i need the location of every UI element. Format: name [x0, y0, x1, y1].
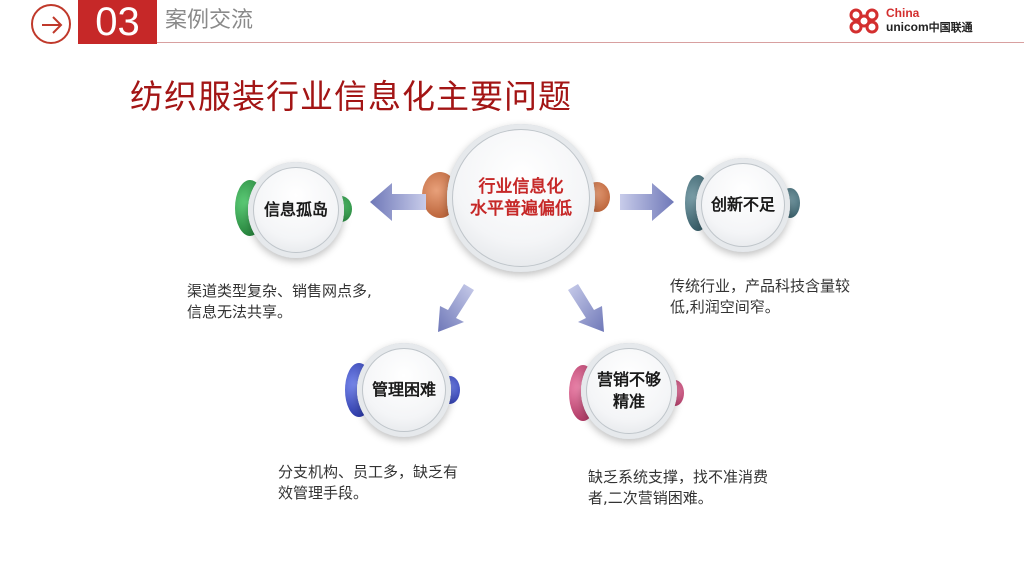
node4-label-line1: 营销不够 — [596, 370, 661, 389]
section-title: 案例交流 — [165, 8, 254, 33]
arrow-down-left-icon — [438, 284, 474, 332]
header-divider — [157, 42, 1024, 43]
section-number: 03 — [78, 0, 157, 44]
logo-text-china: China — [886, 6, 920, 20]
node2-label: 创新不足 — [710, 195, 775, 214]
arrow-down-right-icon — [568, 284, 604, 332]
arrow-right-icon — [620, 183, 674, 221]
center-label-line1: 行业信息化 — [478, 177, 564, 197]
node-marketing-imprecise: 营销不够 精准 — [581, 343, 677, 439]
node1-label: 信息孤岛 — [263, 200, 328, 219]
arrow-right-icon — [31, 4, 71, 44]
center-label-line2: 水平普遍偏低 — [470, 199, 572, 219]
node-info-island: 信息孤岛 — [248, 162, 344, 258]
node4-label-line2: 精准 — [612, 392, 645, 411]
arrow-left-icon — [370, 183, 426, 221]
china-unicom-logo: China unicom中国联通 — [846, 5, 986, 37]
node2-description: 传统行业，产品科技含量较低,利润空间窄。 — [670, 277, 851, 316]
logo-text-unicom: unicom中国联通 — [886, 20, 973, 34]
center-bubble: 行业信息化 水平普遍偏低 — [447, 124, 595, 272]
node4-description: 缺乏系统支撑，找不准消费者,二次营销困难。 — [588, 468, 769, 507]
unicom-knot-icon — [849, 8, 879, 34]
node-management-difficulty: 管理困难 — [357, 343, 451, 437]
node-lack-innovation: 创新不足 — [696, 158, 790, 252]
node1-description: 渠道类型复杂、销售网点多,信息无法共享。 — [187, 282, 372, 321]
node3-description: 分支机构、员工多，缺乏有效管理手段。 — [278, 463, 459, 502]
page-title: 纺织服装行业信息化主要问题 — [130, 77, 572, 116]
node3-label: 管理困难 — [371, 380, 436, 399]
slide-header: 03 案例交流 China unicom中国联通 — [0, 0, 1024, 44]
